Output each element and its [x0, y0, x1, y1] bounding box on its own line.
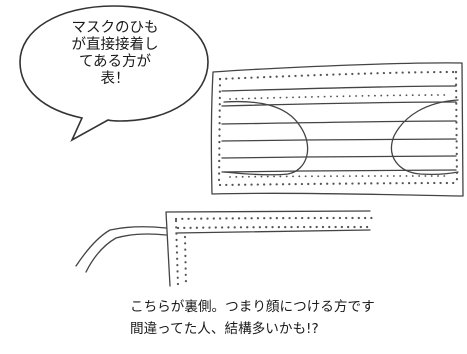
corner-inner-edge: [175, 229, 371, 234]
mask-pleat-line: [221, 120, 457, 125]
speech-bubble-text: マスクのひも が直接接着し てある方が 表！: [40, 20, 190, 88]
caption-line: 間違ってた人、結構多いかも!?: [130, 321, 319, 337]
speech-bubble-line: てある方が: [78, 54, 152, 70]
mask-front: [210, 62, 464, 197]
caption: こちらが裏側。つまり顔につける方です 間違ってた人、結構多いかも!?: [130, 296, 465, 340]
mask-outline: [210, 62, 464, 197]
mask-pleat-line: [221, 101, 457, 107]
mask-pleat-line: [221, 85, 457, 92]
caption-line: こちらが裏側。つまり顔につける方です: [130, 299, 375, 315]
speech-bubble: [19, 5, 209, 142]
speech-bubble-line: 表！: [100, 71, 130, 87]
speech-bubble-line: が直接接着し: [71, 37, 159, 53]
mask-pleat-line: [221, 138, 457, 142]
corner-loop: [85, 233, 167, 273]
mask-back-stitching: [174, 216, 374, 288]
mask-pleat-line: [221, 155, 457, 159]
corner-loop: [75, 226, 167, 267]
mask-pleat-line: [221, 169, 457, 173]
ear-loop-right: [390, 99, 459, 176]
mask-back-corner: [75, 210, 371, 287]
speech-bubble-line: マスクのひも: [71, 20, 159, 36]
ear-loop-left: [223, 100, 309, 176]
corner-outline: [165, 210, 371, 287]
mask-front-stitching: [217, 70, 459, 187]
